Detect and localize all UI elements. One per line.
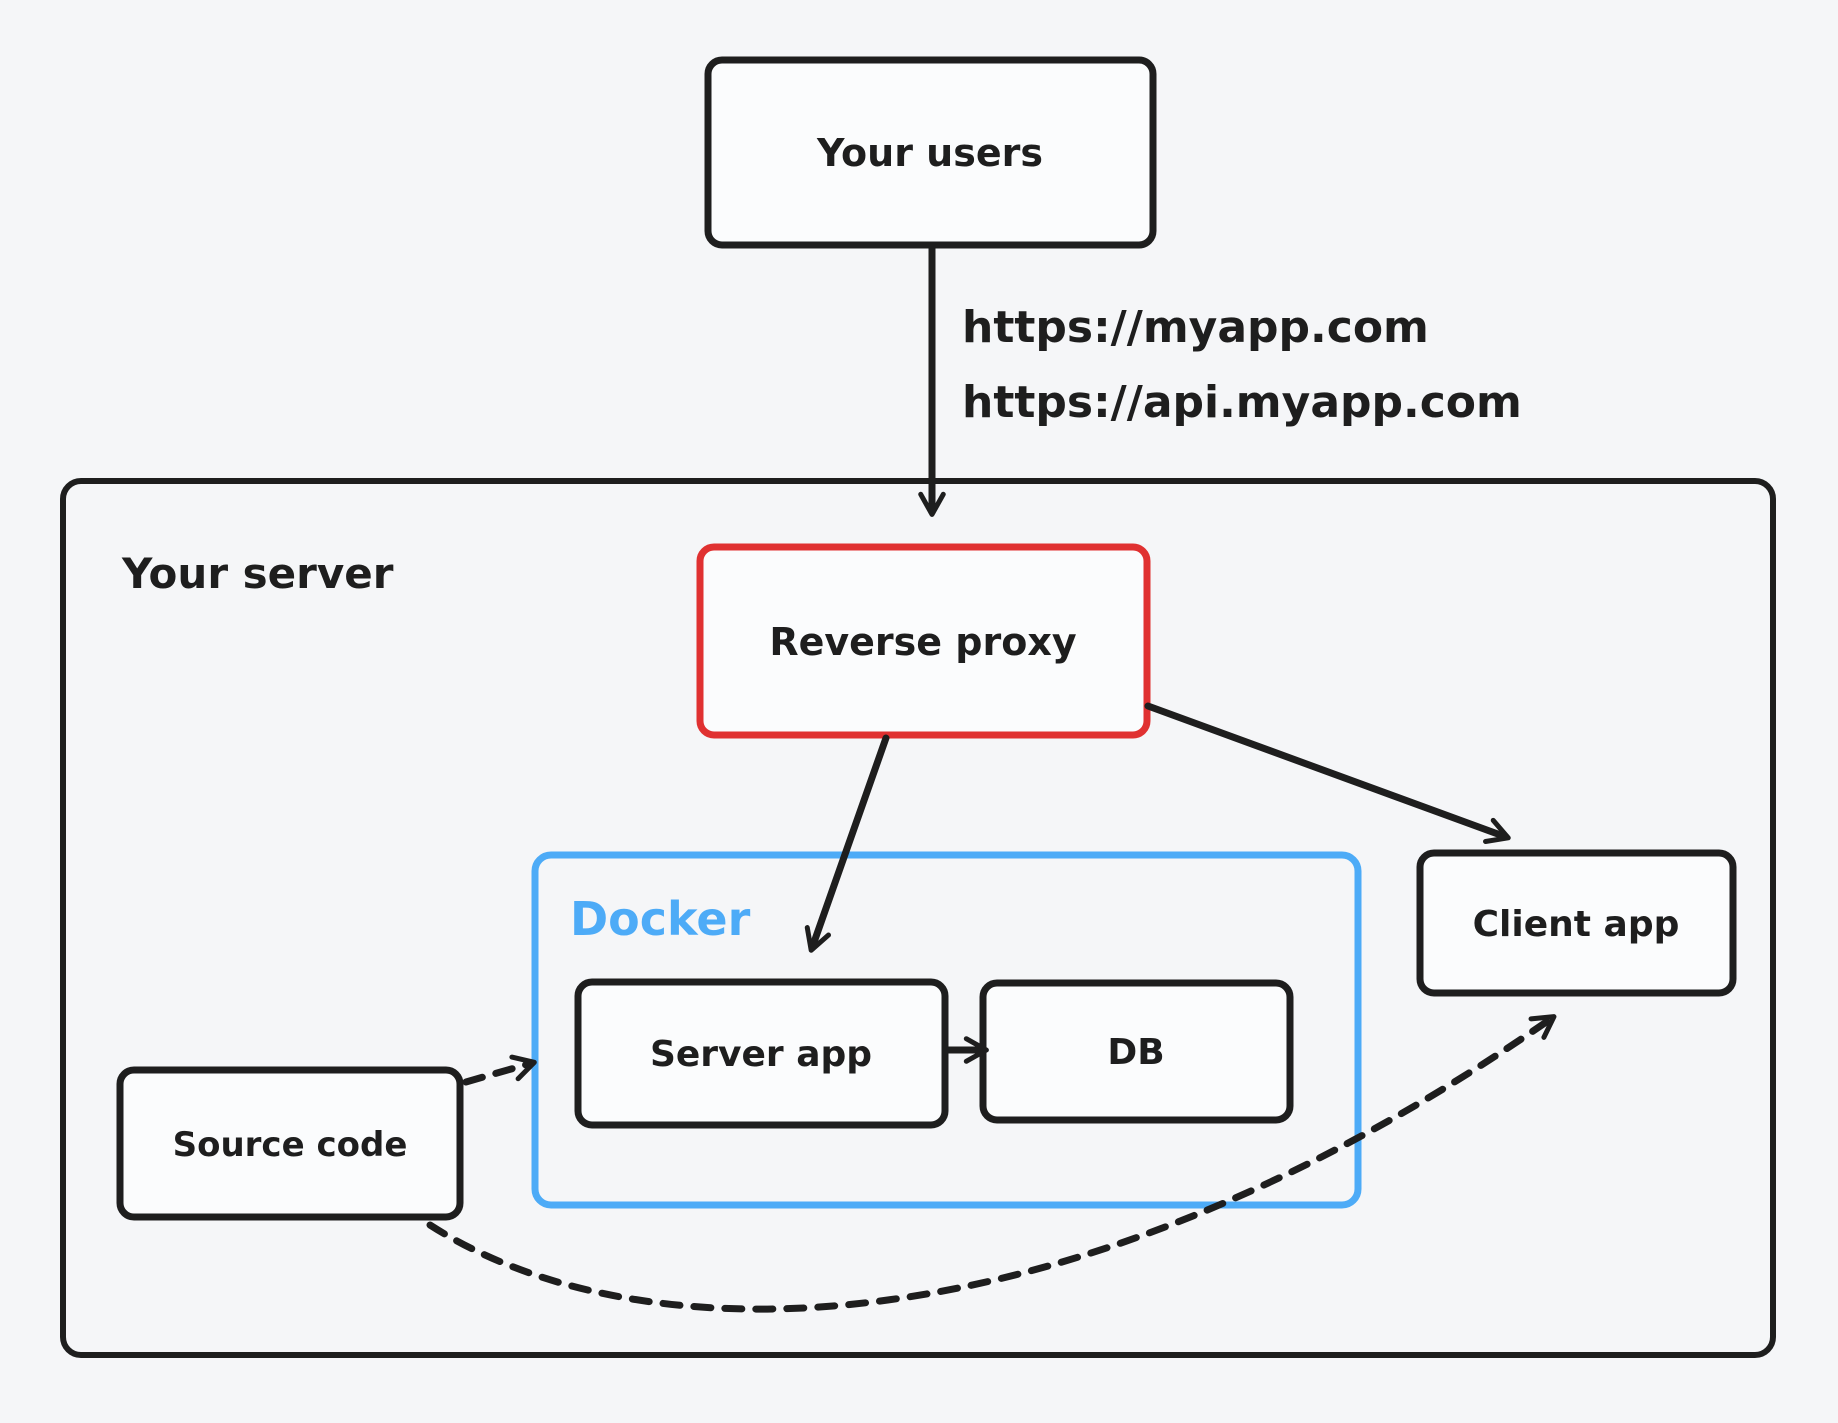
docker-label: Docker [570, 892, 751, 946]
reverse-proxy-node [696, 543, 1151, 739]
source-code-label: Source code [173, 1125, 408, 1165]
dashed-arrow-source-to-client-app [426, 1014, 1557, 1313]
source-code-node [116, 1066, 464, 1221]
server-app-label: Server app [650, 1034, 872, 1075]
client-app-label: Client app [1473, 904, 1680, 945]
dashed-arrow-source-to-server-app [462, 1054, 537, 1086]
docker-container [531, 851, 1362, 1209]
db-label: DB [1107, 1032, 1164, 1073]
your-users-label: Your users [816, 131, 1043, 175]
your-server-container [60, 478, 1776, 1358]
url-label-myapp: https://myapp.com [962, 302, 1429, 353]
arrow-proxy-to-server-app [804, 734, 890, 953]
url-label-api-myapp: https://api.myapp.com [962, 377, 1522, 428]
arrow-proxy-to-client-app [1144, 702, 1511, 844]
your-server-label: Your server [121, 549, 394, 598]
reverse-proxy-label: Reverse proxy [769, 620, 1076, 664]
client-app-node [1416, 849, 1737, 997]
server-app-node [574, 978, 949, 1129]
